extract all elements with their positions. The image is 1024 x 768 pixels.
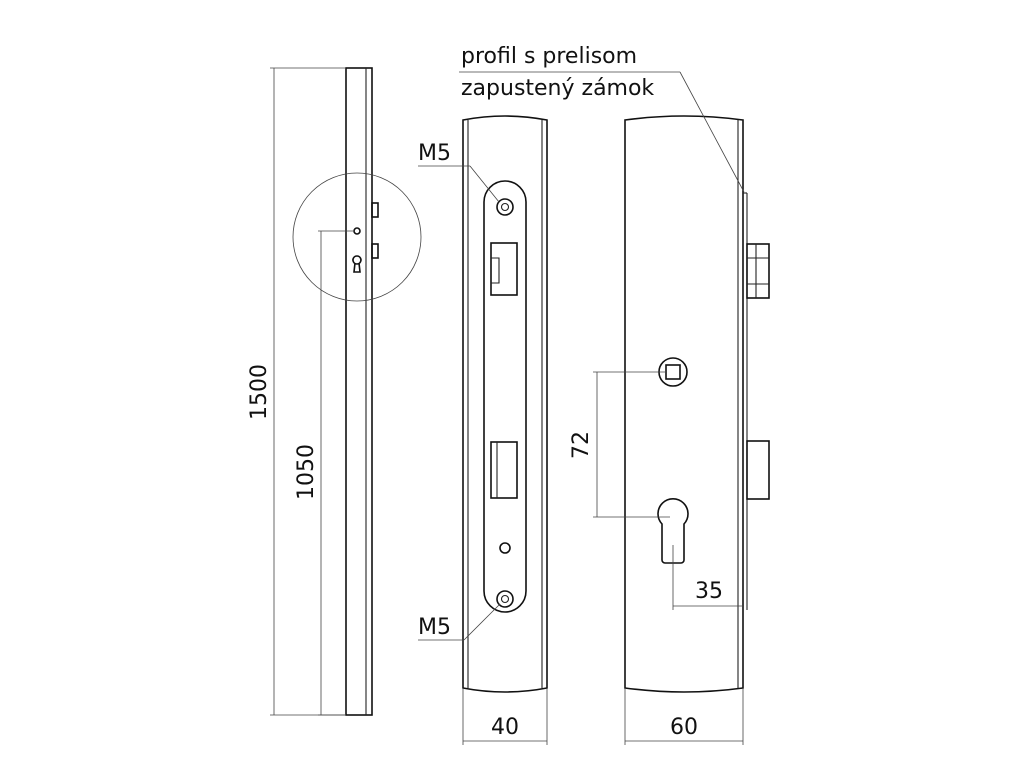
latch-bolt [746, 243, 770, 299]
dead-bolt [746, 440, 770, 500]
spindle-square-icon [665, 364, 681, 380]
dim-profile-width: 60 [670, 715, 698, 740]
faceplate-outer [462, 115, 548, 693]
screw-label-bottom: M5 [418, 615, 451, 640]
latch-tab-top [371, 202, 379, 218]
dim-faceplate-width: 40 [491, 715, 519, 740]
profile-note: profil s prelisom [461, 44, 637, 69]
faceplate-view: M5 M5 40 [418, 115, 548, 745]
side-view: 1500 1050 [247, 67, 422, 716]
lock-side-view: 72 35 60 profil s prelisom zapustený zám… [459, 44, 770, 745]
dim-overall-height: 1500 [247, 364, 272, 420]
bolt-tab [371, 243, 379, 259]
side-profile [345, 67, 373, 716]
screw-top-icon [496, 198, 514, 216]
bolt-window [490, 441, 518, 499]
detail-circle [292, 172, 422, 302]
faceplate-inner [483, 180, 527, 613]
lock-note: zapustený zámok [461, 76, 654, 101]
dim-spindle-to-cylinder: 72 [569, 431, 594, 459]
keyhole-icon [352, 255, 362, 273]
screw-label-top: M5 [418, 141, 451, 166]
dim-backset: 35 [695, 579, 723, 604]
spindle-mark [353, 227, 361, 235]
latch-window [490, 242, 518, 296]
dim-handle-height: 1050 [294, 444, 319, 500]
cylinder-keyhole-icon [657, 498, 689, 564]
annotation-leader [679, 71, 745, 193]
faceplate-hole [499, 542, 511, 554]
screw-bottom-icon [496, 590, 514, 608]
